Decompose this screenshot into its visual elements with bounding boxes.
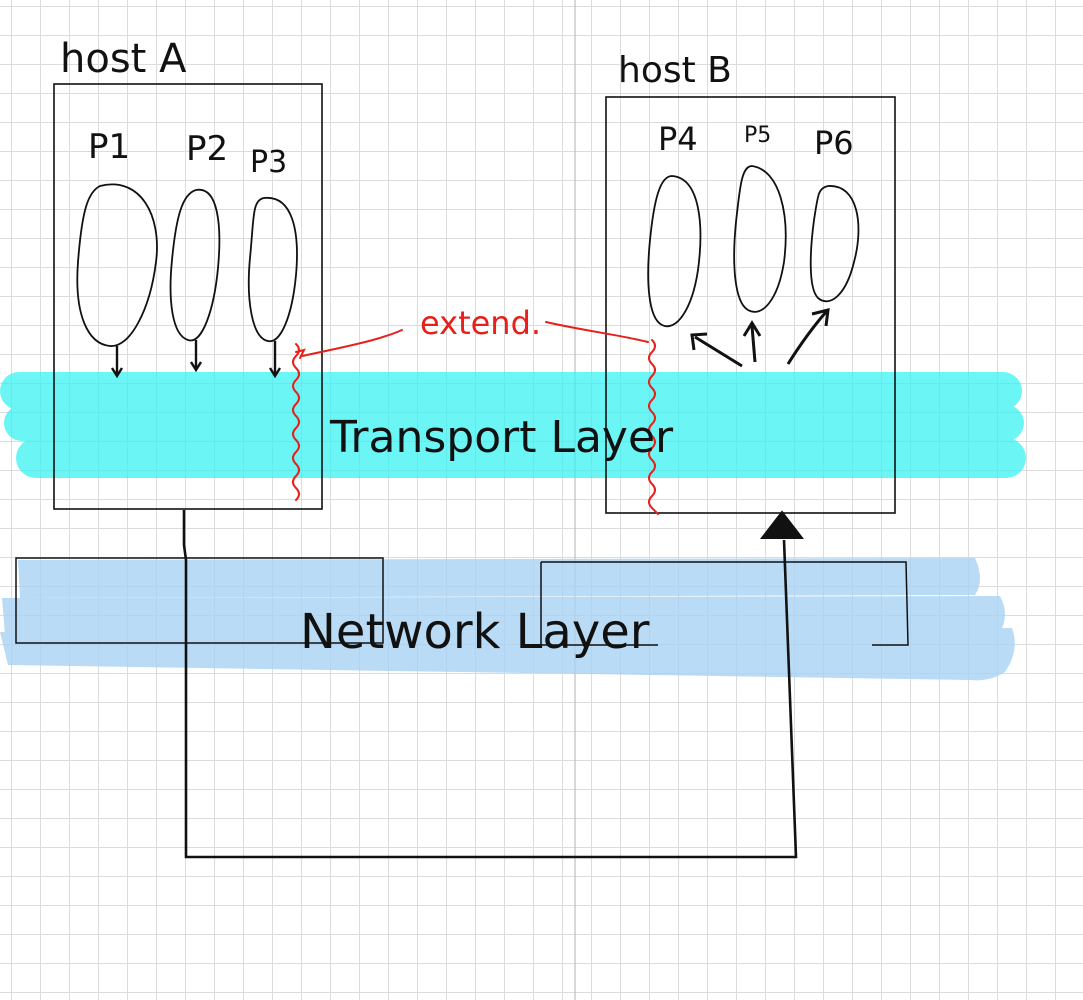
process-oval xyxy=(733,165,787,313)
process-oval xyxy=(809,185,860,303)
packet-path xyxy=(182,510,798,859)
process-oval xyxy=(647,175,702,328)
host-b-label: host B xyxy=(618,50,732,91)
network-layer-band xyxy=(0,558,1015,681)
network-layer-label: Network Layer xyxy=(300,604,650,660)
up-arrow-icon xyxy=(690,308,830,368)
process-oval xyxy=(169,189,221,342)
network-box-a xyxy=(15,557,384,644)
transport-boundary-a xyxy=(292,343,300,501)
annotation-line-right xyxy=(545,321,649,343)
process-label: P5 xyxy=(744,123,771,148)
annotation-arrow-icon xyxy=(295,348,306,359)
transport-layer-band xyxy=(0,372,1026,478)
annotation-text: extend. xyxy=(420,304,541,342)
packet-path-arrowhead-icon xyxy=(759,510,805,539)
process-label: P2 xyxy=(186,129,228,169)
network-box-b xyxy=(540,561,909,646)
process-label: P1 xyxy=(88,127,130,167)
annotation-line-left xyxy=(301,329,403,357)
transport-layer-label: Transport Layer xyxy=(329,412,674,463)
host-a-label: host A xyxy=(60,36,187,82)
process-label: P6 xyxy=(814,124,854,162)
transport-boundary-b xyxy=(648,339,659,515)
host-b-box xyxy=(605,96,896,514)
process-label: P3 xyxy=(250,145,287,180)
host-a-box xyxy=(53,83,323,510)
down-arrow-icon xyxy=(110,340,282,379)
process-oval xyxy=(247,197,298,342)
process-label: P4 xyxy=(658,120,698,158)
process-oval xyxy=(76,183,158,347)
